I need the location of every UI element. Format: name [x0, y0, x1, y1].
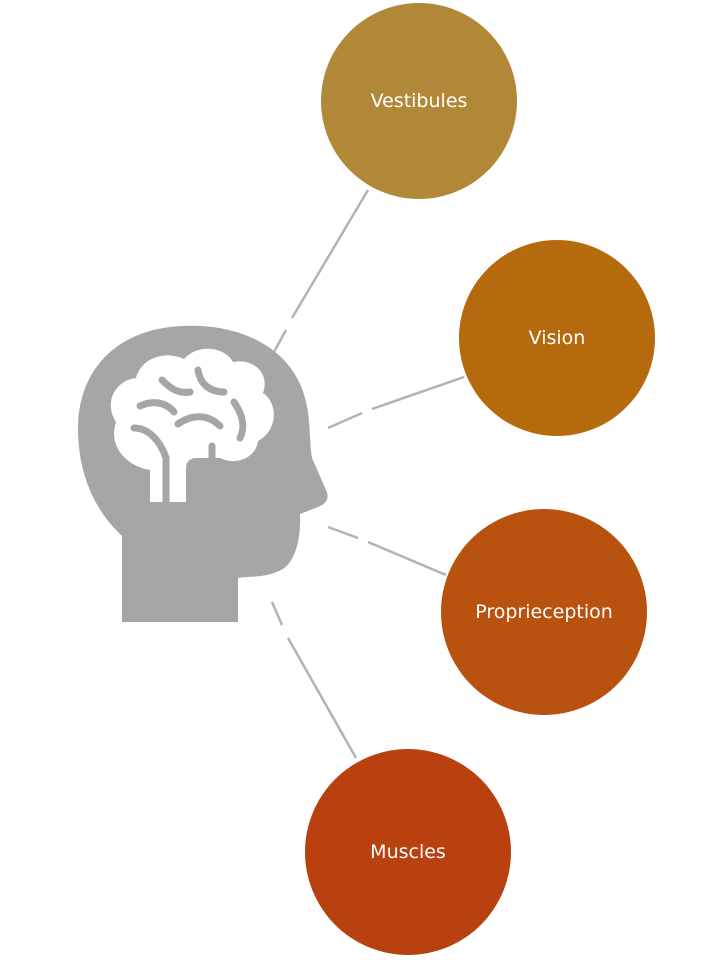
connector-vision-far: [371, 375, 465, 411]
node-muscles: Muscles: [305, 749, 511, 955]
connector-vestibules: [272, 329, 288, 353]
connector-muscles-far: [286, 637, 358, 759]
node-proprioception-label: Proprieception: [475, 601, 613, 623]
connector-proprioception-far: [367, 540, 447, 577]
node-muscles-label: Muscles: [370, 841, 446, 863]
node-vision-label: Vision: [529, 327, 586, 349]
connector-proprioception: [327, 525, 359, 540]
node-vision-circle: [459, 240, 655, 436]
node-proprioception: Proprieception: [441, 509, 647, 715]
head-brain-icon: [78, 325, 328, 622]
node-vestibules-circle: [321, 3, 517, 199]
node-vestibules-label: Vestibules: [371, 90, 468, 112]
connector-muscles: [270, 601, 284, 626]
connectors: [270, 189, 465, 759]
node-vision: Vision: [459, 240, 655, 436]
connector-vision: [327, 411, 363, 430]
node-muscles-circle: [305, 749, 511, 955]
node-proprioception-circle: [441, 509, 647, 715]
node-vestibules: Vestibules: [321, 3, 517, 199]
connector-vestibules-far: [290, 189, 370, 319]
